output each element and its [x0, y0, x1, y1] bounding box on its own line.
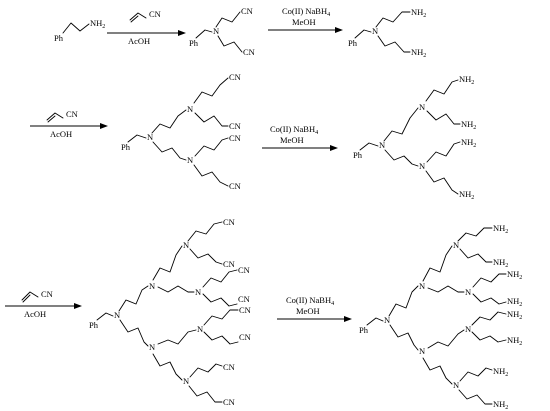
- svg-text:NH2: NH2: [411, 47, 426, 59]
- svg-text:MeOH: MeOH: [296, 306, 320, 316]
- reaction-arrow-2: Co(II) NaBH4 MeOH: [268, 6, 343, 33]
- svg-text:Ph: Ph: [359, 325, 369, 335]
- svg-text:NH2: NH2: [493, 399, 508, 411]
- reaction-arrow-3: CN AcOH: [30, 109, 108, 139]
- svg-text:CN: CN: [229, 121, 241, 131]
- nh2-label: NH2: [90, 18, 105, 30]
- svg-text:NH2: NH2: [459, 74, 474, 86]
- svg-text:NH2: NH2: [411, 7, 426, 19]
- reaction-arrow-5: CN AcOH: [5, 289, 82, 319]
- svg-text:N: N: [147, 132, 153, 142]
- svg-text:Co(II) NaBH4: Co(II) NaBH4: [286, 295, 334, 307]
- svg-text:CN: CN: [229, 181, 241, 191]
- svg-text:AcOH: AcOH: [24, 309, 46, 319]
- svg-text:N: N: [114, 310, 120, 320]
- svg-text:NH2: NH2: [459, 189, 474, 201]
- ph-label: Ph: [54, 33, 64, 43]
- svg-text:Ph: Ph: [121, 142, 131, 152]
- svg-text:Co(II) NaBH4: Co(II) NaBH4: [270, 124, 318, 136]
- svg-text:CN: CN: [238, 265, 250, 275]
- svg-text:NH2: NH2: [507, 269, 522, 281]
- svg-text:NH2: NH2: [461, 119, 476, 131]
- svg-text:N: N: [149, 281, 155, 291]
- cobalt-reagent-label: Co(II) NaBH4: [282, 6, 330, 18]
- svg-text:CN: CN: [239, 332, 251, 342]
- svg-text:CN: CN: [223, 217, 235, 227]
- dinitrile-1-structure: Ph N CN CN: [189, 6, 255, 57]
- svg-text:CN: CN: [229, 72, 241, 82]
- svg-text:NH2: NH2: [461, 137, 476, 149]
- svg-text:N: N: [379, 140, 385, 150]
- svg-text:Ph: Ph: [353, 150, 363, 160]
- svg-text:CN: CN: [223, 259, 235, 269]
- svg-text:CN: CN: [238, 294, 250, 304]
- svg-text:NH2: NH2: [507, 335, 522, 347]
- svg-text:NH2: NH2: [507, 296, 522, 308]
- svg-text:N: N: [187, 155, 193, 165]
- svg-text:N: N: [465, 324, 471, 334]
- tetraamine-structure: Ph N N NH2 NH2 N NH2 NH2: [353, 74, 476, 201]
- svg-text:N: N: [453, 240, 459, 250]
- benzylamine-structure: Ph NH2: [54, 18, 105, 43]
- svg-text:CN: CN: [66, 109, 78, 119]
- svg-text:CN: CN: [223, 397, 235, 407]
- acrylonitrile-cn-label: CN: [149, 9, 161, 19]
- svg-text:NH2: NH2: [493, 257, 508, 269]
- tetranitrile-structure: Ph N N CN CN N CN CN: [121, 72, 241, 191]
- svg-text:N: N: [419, 281, 425, 291]
- svg-text:Ph: Ph: [348, 38, 358, 48]
- svg-text:CN: CN: [239, 305, 251, 315]
- svg-text:CN: CN: [223, 362, 235, 372]
- svg-text:N: N: [372, 26, 378, 36]
- svg-text:N: N: [213, 26, 219, 36]
- svg-text:CN: CN: [41, 289, 53, 299]
- svg-text:NH2: NH2: [493, 366, 508, 378]
- reaction-arrow-1: CN AcOH: [107, 9, 186, 46]
- svg-text:N: N: [187, 104, 193, 114]
- reaction-arrow-6: Co(II) NaBH4 MeOH: [277, 295, 352, 322]
- svg-text:NH2: NH2: [493, 223, 508, 235]
- svg-text:N: N: [419, 102, 425, 112]
- octaamine-structure: Ph N N N NH2 NH2 N NH2 NH2 N N: [359, 223, 522, 411]
- svg-text:N: N: [183, 240, 189, 250]
- svg-text:N: N: [384, 315, 390, 325]
- svg-text:CN: CN: [241, 6, 253, 16]
- svg-text:N: N: [183, 376, 189, 386]
- octanitrile-structure: Ph N N N CN CN N CN CN N N CN: [89, 217, 251, 407]
- svg-text:N: N: [419, 161, 425, 171]
- svg-text:CN: CN: [229, 133, 241, 143]
- diamine-1-structure: Ph N NH2 NH2: [348, 7, 426, 59]
- svg-text:N: N: [453, 380, 459, 390]
- svg-text:Ph: Ph: [189, 38, 199, 48]
- svg-text:N: N: [465, 287, 471, 297]
- svg-text:N: N: [195, 287, 201, 297]
- svg-text:N: N: [197, 324, 203, 334]
- svg-text:AcOH: AcOH: [50, 129, 72, 139]
- svg-text:Ph: Ph: [89, 320, 99, 330]
- svg-text:N: N: [149, 342, 155, 352]
- svg-text:NH2: NH2: [507, 309, 522, 321]
- conditions-meoh-label: MeOH: [292, 17, 316, 27]
- reaction-arrow-4: Co(II) NaBH4 MeOH: [262, 124, 338, 151]
- svg-text:CN: CN: [243, 47, 255, 57]
- svg-text:MeOH: MeOH: [280, 135, 304, 145]
- conditions-acoh-label: AcOH: [128, 36, 150, 46]
- svg-text:N: N: [419, 346, 425, 356]
